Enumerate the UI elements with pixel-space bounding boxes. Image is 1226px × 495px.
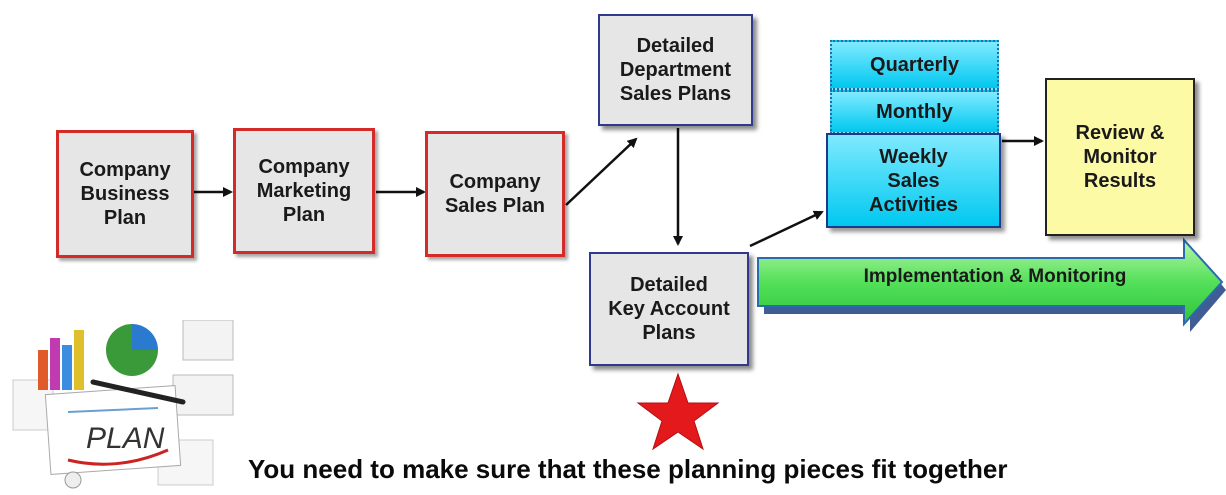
review-monitor-results-label: Review & Monitor Results <box>1075 122 1165 192</box>
review-monitor-results-box: Review & Monitor Results <box>1045 78 1195 236</box>
monthly-label: Monthly <box>876 101 953 123</box>
star-icon <box>636 372 720 451</box>
quarterly-box: Quarterly <box>830 40 999 90</box>
plan-illustration-text: PLAN <box>86 422 165 455</box>
detailed-key-account-plans-label: Detailed Key Account Plans <box>608 274 730 344</box>
implementation-monitoring-label: Implementation & Monitoring <box>863 266 1127 287</box>
footer-caption: You need to make sure that these plannin… <box>248 454 1008 484</box>
arrow-key-account-to-weekly <box>749 210 824 248</box>
detailed-department-sales-plans-label: Detailed Department Sales Plans <box>619 35 732 105</box>
detailed-key-account-plans-box: Detailed Key Account Plans <box>589 252 749 366</box>
weekly-sales-activities-box: Weekly Sales Activities <box>826 133 1001 228</box>
monthly-box: Monthly <box>830 90 999 134</box>
arrow-sales-to-department <box>565 137 638 206</box>
company-sales-plan-box: Company Sales Plan <box>425 131 565 257</box>
weekly-sales-activities-label: Weekly Sales Activities <box>869 145 958 216</box>
detailed-department-sales-plans-box: Detailed Department Sales Plans <box>598 14 753 126</box>
company-marketing-plan-label: Company Marketing Plan <box>256 156 352 226</box>
company-business-plan-box: Company Business Plan <box>56 130 194 258</box>
company-marketing-plan-box: Company Marketing Plan <box>233 128 375 254</box>
plan-illustration: PLAN <box>12 320 234 489</box>
quarterly-label: Quarterly <box>870 54 959 76</box>
company-business-plan-label: Company Business Plan <box>79 159 171 229</box>
implementation-arrow <box>757 237 1224 327</box>
company-sales-plan-label: Company Sales Plan <box>444 171 546 217</box>
